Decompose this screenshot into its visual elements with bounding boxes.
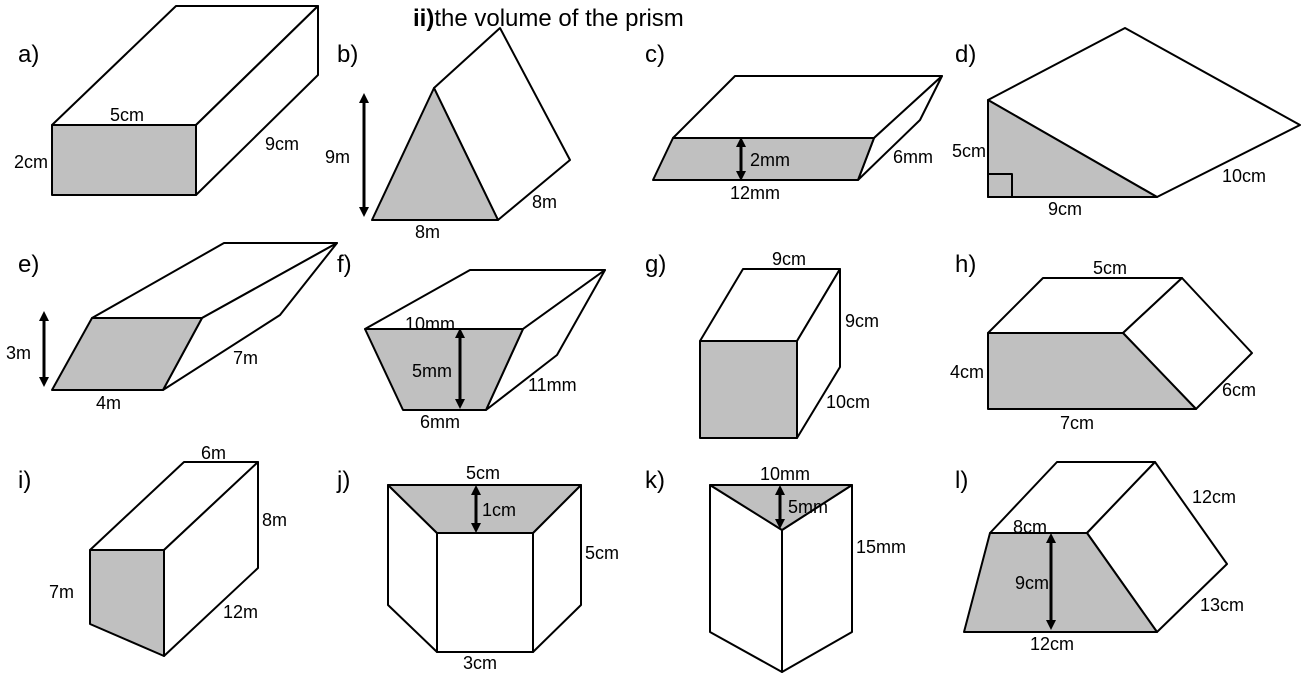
- prism-d: d) 5cm 9cm 10cm: [952, 27, 1301, 219]
- label-base: 8m: [415, 222, 440, 242]
- label-height: 5mm: [412, 361, 452, 381]
- cross-section-face: [652, 137, 875, 181]
- cross-section-face: [699, 340, 798, 439]
- label-depth: 15mm: [856, 537, 906, 557]
- prism-f: f) 10mm 5mm 6mm 11mm: [337, 251, 606, 432]
- label-side: 9cm: [845, 311, 879, 331]
- prism-letter: k): [645, 467, 665, 494]
- label-depth: 9cm: [265, 134, 299, 154]
- label-top: 6m: [201, 443, 226, 463]
- label-top: 8cm: [1013, 517, 1047, 537]
- cross-section-face: [364, 328, 524, 411]
- prism-e: e) 3m 4m 7m: [6, 242, 338, 413]
- label-height: 2mm: [750, 150, 790, 170]
- label-base: 4m: [96, 393, 121, 413]
- cross-section-face: [387, 484, 582, 534]
- label-top: 5cm: [466, 463, 500, 483]
- label-base: 12mm: [730, 183, 780, 203]
- label-top: 10mm: [760, 464, 810, 484]
- label-base: 12cm: [1030, 634, 1074, 654]
- label-height: 4cm: [950, 362, 984, 382]
- front-face: [436, 532, 534, 653]
- label-slant: 13cm: [1200, 595, 1244, 615]
- label-base: 7cm: [1060, 413, 1094, 433]
- label-depth: 12m: [223, 602, 258, 622]
- prism-letter: c): [645, 41, 665, 68]
- prism-j: j) 5cm 1cm 5cm 3cm: [336, 463, 619, 673]
- prism-l: l) 8cm 12cm 9cm 13cm 12cm: [955, 461, 1244, 654]
- label-height: 9cm: [1015, 573, 1049, 593]
- label-depth: 11mm: [528, 375, 577, 395]
- label-top-edge: 12cm: [1192, 487, 1236, 507]
- cross-section-face: [987, 99, 1158, 198]
- label-height: 5mm: [788, 497, 828, 517]
- label-top: 5cm: [1093, 258, 1127, 278]
- prism-b: b) 9m 8m 8m: [325, 27, 571, 242]
- prism-a: a) 5cm 2cm 9cm: [14, 5, 319, 196]
- label-depth: 6mm: [893, 147, 933, 167]
- label-base: 3cm: [463, 653, 497, 673]
- cross-section-face: [987, 332, 1197, 410]
- label-depth: 6cm: [1222, 380, 1256, 400]
- label-base: 6mm: [420, 412, 460, 432]
- prism-letter: l): [955, 467, 968, 494]
- cross-section-face: [371, 87, 499, 221]
- label-depth: 10cm: [1222, 166, 1266, 186]
- label-height: 3m: [6, 343, 31, 363]
- heading-prefix: ii): [413, 5, 434, 32]
- prism-letter: b): [337, 41, 358, 68]
- prism-letter: i): [18, 467, 31, 494]
- label-side: 8m: [262, 510, 287, 530]
- prism-letter: d): [955, 41, 976, 68]
- label-height: 2cm: [14, 152, 48, 172]
- right-angle-marker: [987, 173, 1013, 198]
- label-depth: 10cm: [826, 392, 870, 412]
- prism-i: i) 6m 8m 7m 12m: [18, 443, 287, 657]
- prism-h: h) 5cm 4cm 7cm 6cm: [950, 251, 1256, 433]
- label-top: 10mm: [405, 314, 455, 334]
- label-side: 5cm: [585, 543, 619, 563]
- cross-section-face: [51, 317, 203, 391]
- label-base: 9cm: [1048, 199, 1082, 219]
- prism-k: k) 10mm 5mm 15mm: [645, 464, 906, 673]
- label-height: 1cm: [482, 500, 516, 520]
- label-depth: 7m: [233, 348, 258, 368]
- label-height: 5cm: [952, 141, 986, 161]
- cross-section-face: [51, 124, 197, 196]
- prism-letter: h): [955, 251, 976, 278]
- prism-letter: j): [336, 467, 350, 494]
- prism-g: g) 9cm 9cm 10cm: [645, 249, 879, 439]
- prism-letter: a): [18, 41, 39, 68]
- label-depth: 8m: [532, 192, 557, 212]
- label-length: 5cm: [110, 105, 144, 125]
- label-height: 9m: [325, 147, 350, 167]
- prism-c: c) 2mm 12mm 6mm: [645, 41, 943, 203]
- label-height: 7m: [49, 582, 74, 602]
- prism-letter: g): [645, 251, 666, 278]
- prism-letter: e): [18, 251, 39, 278]
- prism-letter: f): [337, 251, 352, 278]
- worksheet-heading: ii)the volume of the prism: [413, 5, 684, 32]
- label-top: 9cm: [772, 249, 806, 269]
- heading-text: the volume of the prism: [434, 5, 683, 32]
- cross-section-face: [89, 549, 165, 657]
